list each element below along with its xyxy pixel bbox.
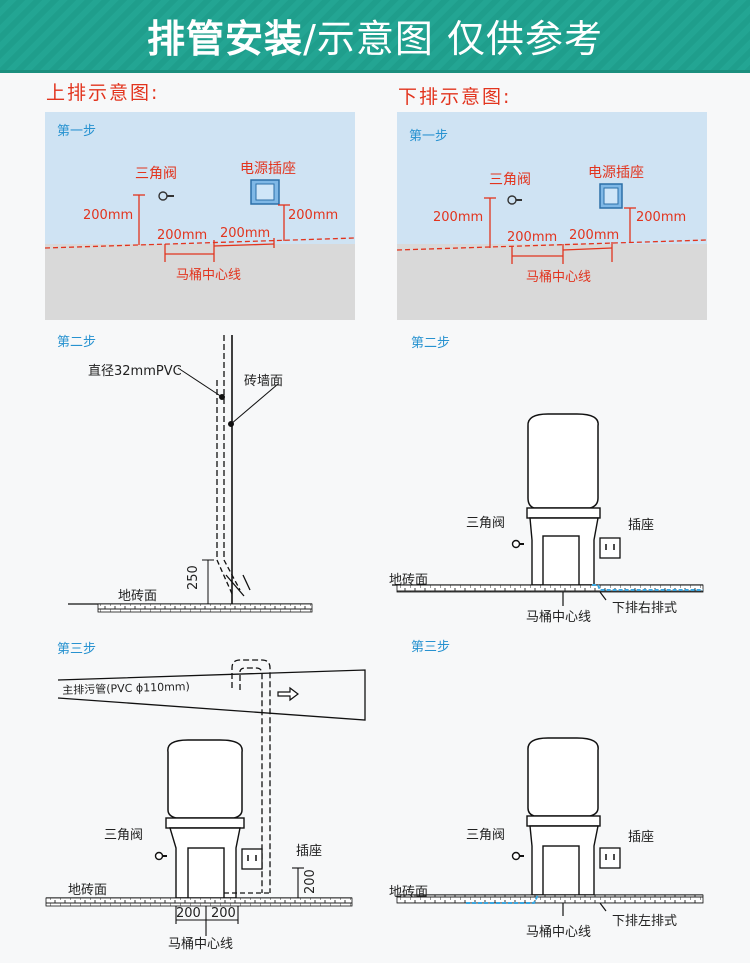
top-offset-right: 200mm [220, 226, 271, 241]
socket-icon [599, 537, 621, 559]
bottom-step3-socket-label: 插座 [628, 830, 655, 845]
toilet-tank [167, 739, 243, 819]
bottom-step3-label: 第三步 [411, 640, 451, 655]
right-drain-label: 下排右排式 [612, 601, 678, 616]
bottom-step2-drawing [392, 413, 704, 606]
top-step2-floor-label: 地砖面 [118, 589, 158, 604]
valve-icon [154, 851, 164, 861]
bottom-step2-label: 第二步 [411, 336, 451, 351]
bottom-valve-height: 200mm [433, 210, 484, 225]
bottom-offset-right: 200mm [569, 228, 620, 243]
top-step3-floor-label: 地砖面 [68, 883, 108, 898]
pvc-pipe-label: 直径32mmPVC [88, 364, 182, 379]
title-rest: /示意图 仅供参考 [303, 16, 603, 61]
bottom-step2-valve-label: 三角阀 [466, 516, 506, 531]
banner-divider [0, 70, 750, 73]
toilet-tank [527, 737, 599, 817]
bottom-step3-drawing [396, 737, 704, 916]
top-step1-label: 第一步 [57, 124, 97, 139]
bottom-step2-centerline-label: 马桶中心线 [526, 610, 592, 625]
top-step3-width-left: 200 [176, 906, 201, 921]
top-step3-centerline-label: 马桶中心线 [168, 937, 234, 952]
top-socket-label: 电源插座 [240, 161, 296, 177]
top-offset-left: 200mm [157, 228, 208, 243]
page-title: 排管安装 /示意图 仅供参考 [0, 0, 750, 70]
bottom-socket-height: 200mm [636, 210, 687, 225]
top-step2-label: 第二步 [57, 335, 97, 350]
bottom-step3-centerline-label: 马桶中心线 [526, 925, 592, 940]
top-step1-panel [45, 112, 355, 320]
socket-icon [241, 848, 263, 870]
bottom-centerline-label: 马桶中心线 [526, 270, 592, 285]
bottom-drain-title: 下排示意图: [398, 86, 512, 108]
height-250-label: 250 [186, 565, 201, 590]
bottom-step2-socket-label: 插座 [628, 518, 655, 533]
valve-icon [158, 191, 168, 201]
header-banner [0, 0, 750, 70]
top-step1-drawing [44, 179, 356, 262]
bottom-step3-floor-label: 地砖面 [389, 885, 429, 900]
top-drain-title: 上排示意图: [46, 82, 160, 104]
brick-wall-label: 砖墙面 [244, 374, 284, 389]
left-drain-label: 下排左排式 [612, 914, 678, 929]
top-valve-height: 200mm [83, 208, 134, 223]
top-valve-label: 三角阀 [135, 166, 177, 182]
valve-icon [511, 851, 521, 861]
valve-icon [511, 539, 521, 549]
bottom-socket-label: 电源插座 [588, 165, 644, 181]
bottom-step2-floor-label: 地砖面 [389, 573, 429, 588]
top-socket-height: 200mm [288, 208, 339, 223]
bottom-step3-valve-label: 三角阀 [466, 828, 506, 843]
top-step3-width-right: 200 [211, 906, 236, 921]
bottom-step1-drawing [396, 183, 708, 264]
top-step3-valve-label: 三角阀 [104, 828, 144, 843]
valve-icon [507, 195, 517, 205]
title-bold: 排管安装 [147, 16, 304, 61]
top-step3-drawing [45, 659, 366, 936]
bottom-valve-label: 三角阀 [489, 172, 531, 188]
socket-icon [599, 847, 621, 869]
bottom-step1-label: 第一步 [409, 129, 449, 144]
top-step3-socket-label: 插座 [296, 844, 323, 859]
height-200-label: 200 [303, 869, 318, 894]
top-step3-label: 第三步 [57, 642, 97, 657]
bottom-offset-left: 200mm [507, 230, 558, 245]
bottom-step1-panel [397, 112, 707, 320]
top-centerline-label: 马桶中心线 [176, 268, 242, 283]
top-step2-drawing [68, 335, 313, 613]
toilet-tank [527, 413, 599, 509]
